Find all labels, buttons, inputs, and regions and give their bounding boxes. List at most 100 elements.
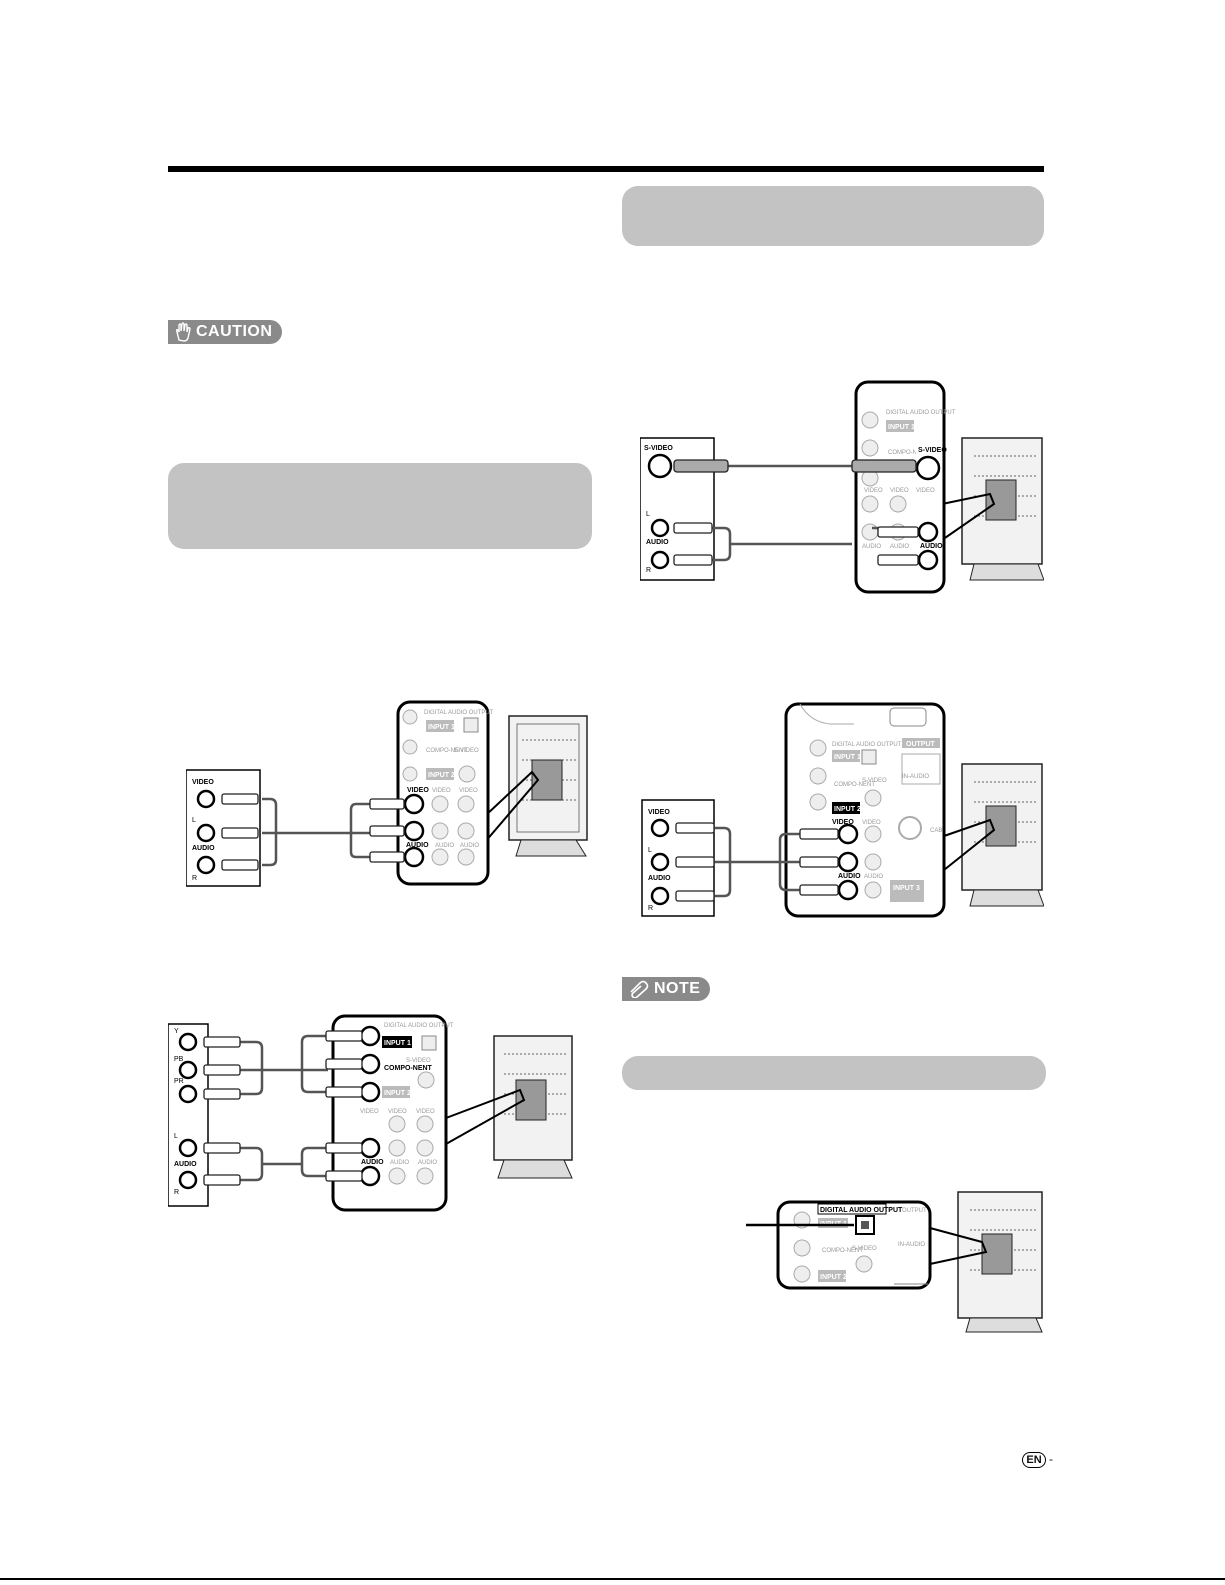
svg-text:INPUT 1: INPUT 1	[384, 1040, 411, 1047]
svg-text:DIGITAL AUDIO OUTPUT: DIGITAL AUDIO OUTPUT	[384, 1023, 454, 1029]
svg-text:DIGITAL AUDIO OUTPUT: DIGITAL AUDIO OUTPUT	[832, 742, 902, 748]
svg-text:AUDIO: AUDIO	[864, 874, 883, 880]
page-number-separator: -	[1049, 1452, 1053, 1466]
svg-text:INPUT 1: INPUT 1	[888, 424, 915, 431]
svg-text:VIDEO: VIDEO	[864, 488, 883, 494]
rca-plug	[675, 822, 839, 902]
svg-text:DIGITAL AUDIO OUTPUT: DIGITAL AUDIO OUTPUT	[886, 410, 956, 416]
svg-text:AUDIO: AUDIO	[390, 1160, 409, 1166]
svg-text:VIDEO: VIDEO	[360, 1109, 379, 1115]
svg-text:AUDIO: AUDIO	[361, 1159, 384, 1166]
rca-plug	[221, 793, 405, 871]
svg-text:VIDEO: VIDEO	[192, 779, 214, 786]
note-label: NOTE	[654, 980, 701, 997]
svg-text:AUDIO: AUDIO	[838, 873, 861, 880]
caution-label: CAUTION	[196, 323, 273, 340]
svg-text:INPUT 3: INPUT 3	[893, 885, 920, 892]
svg-text:AUDIO: AUDIO	[174, 1161, 197, 1168]
tv-rear-illustration	[961, 437, 1044, 581]
section-heading-bar-right-top	[622, 186, 1044, 246]
svideo-cable	[712, 464, 888, 562]
svg-text:DIGITAL AUDIO OUTPUT: DIGITAL AUDIO OUTPUT	[820, 1207, 903, 1214]
composite-connection-diagram: DIGITAL AUDIO OUTPUT INPUT 1 COMPO-NENT …	[186, 700, 590, 892]
svg-text:DIGITAL AUDIO OUTPUT: DIGITAL AUDIO OUTPUT	[424, 710, 494, 716]
note-badge: NOTE	[622, 977, 711, 1001]
hand-icon	[175, 322, 191, 342]
svg-text:L: L	[646, 511, 650, 518]
svg-text:R: R	[646, 567, 651, 574]
caution-badge: CAUTION	[168, 320, 283, 344]
svg-text:VIDEO: VIDEO	[432, 788, 451, 794]
svg-text:VIDEO: VIDEO	[862, 820, 881, 826]
svideo-connection-diagram: DIGITAL AUDIO OUTPUT INPUT 1 COMPO-NENT …	[640, 380, 1044, 594]
svg-text:IN-AUDIO: IN-AUDIO	[902, 774, 929, 780]
tv-terminal-panel: DIGITAL AUDIO OUTPUT INPUT 1 COMPO-NENT …	[396, 700, 494, 886]
svg-text:INPUT 1: INPUT 1	[834, 754, 861, 761]
tv-rear-illustration	[508, 715, 588, 857]
svg-text:S-VIDEO: S-VIDEO	[862, 778, 887, 784]
svg-text:AUDIO: AUDIO	[460, 843, 479, 849]
tv-terminal-panel: DIGITAL AUDIO OUTPUT INPUT 1 COMPO-NENT …	[854, 380, 956, 594]
svg-text:AUDIO: AUDIO	[418, 1160, 437, 1166]
svg-text:L: L	[174, 1133, 178, 1140]
av-cable	[262, 797, 374, 867]
svg-text:CAB: CAB	[930, 828, 942, 834]
av-cable	[714, 826, 810, 898]
svg-text:L: L	[648, 847, 652, 854]
tv-terminal-panel: DIGITAL AUDIO OUTPUT OUTPUT INPUT 1 COMP…	[776, 1200, 932, 1290]
svg-text:COMPO-NENT: COMPO-NENT	[888, 450, 929, 456]
svg-text:INPUT 2: INPUT 2	[834, 806, 861, 813]
svg-text:Y: Y	[174, 1028, 179, 1035]
svg-text:AUDIO: AUDIO	[862, 544, 881, 550]
svg-text:VIDEO: VIDEO	[416, 1109, 435, 1115]
header-rule	[168, 166, 1044, 172]
svg-text:VIDEO: VIDEO	[459, 788, 478, 794]
svg-text:INPUT 1: INPUT 1	[428, 724, 455, 731]
svg-text:COMPO-NENT: COMPO-NENT	[822, 1248, 863, 1254]
svg-text:AUDIO: AUDIO	[435, 843, 454, 849]
svg-text:INPUT 2: INPUT 2	[820, 1274, 847, 1281]
svg-text:VIDEO: VIDEO	[890, 488, 909, 494]
svg-text:AUDIO: AUDIO	[646, 539, 669, 546]
svg-text:COMPO-NENT: COMPO-NENT	[834, 782, 875, 788]
language-badge: EN	[1022, 1452, 1046, 1468]
svg-text:INPUT 2: INPUT 2	[384, 1090, 411, 1097]
svg-text:L: L	[192, 817, 196, 824]
svg-text:S-VIDEO: S-VIDEO	[644, 445, 673, 452]
svg-text:COMPO-NENT: COMPO-NENT	[384, 1065, 433, 1072]
external-device-panel: Y PB PR L AUDIO R	[168, 1023, 209, 1207]
language-code: EN	[1026, 1454, 1042, 1466]
svg-text:S-VIDEO: S-VIDEO	[852, 1246, 877, 1252]
svg-text:OUTPUT: OUTPUT	[902, 1208, 927, 1214]
svg-text:S-VIDEO: S-VIDEO	[454, 748, 479, 754]
svideo-plug	[673, 459, 919, 566]
svg-text:VIDEO: VIDEO	[916, 488, 935, 494]
tv-rear-illustration	[961, 763, 1044, 907]
rca-plug	[203, 1030, 363, 1186]
svg-text:IN-AUDIO: IN-AUDIO	[898, 1242, 925, 1248]
svg-text:VIDEO: VIDEO	[407, 787, 429, 794]
tv-rear-illustration	[493, 1035, 573, 1179]
svg-text:AUDIO: AUDIO	[920, 543, 943, 550]
input2-connection-diagram: DIGITAL AUDIO OUTPUT OUTPUT INPUT 1 COMP…	[640, 702, 1044, 918]
svg-text:R: R	[174, 1189, 179, 1196]
svg-text:AUDIO: AUDIO	[890, 544, 909, 550]
svg-text:PB: PB	[174, 1056, 184, 1063]
svg-text:S-VIDEO: S-VIDEO	[918, 447, 947, 454]
svg-text:S-VIDEO: S-VIDEO	[406, 1058, 431, 1064]
component-connection-diagram: DIGITAL AUDIO OUTPUT INPUT 1 COMPO-NENT …	[168, 1014, 576, 1212]
footer-rule	[0, 1578, 1225, 1580]
tv-rear-illustration	[957, 1191, 1043, 1333]
section-heading-bar-left	[168, 463, 592, 549]
svg-text:INPUT 2: INPUT 2	[428, 772, 455, 779]
svg-text:PR: PR	[174, 1078, 184, 1085]
svg-text:R: R	[192, 875, 197, 882]
digital-audio-output-diagram: DIGITAL AUDIO OUTPUT OUTPUT INPUT 1 COMP…	[744, 1188, 1044, 1334]
tv-terminal-panel: DIGITAL AUDIO OUTPUT OUTPUT INPUT 1 COMP…	[784, 702, 946, 918]
svg-text:VIDEO: VIDEO	[388, 1109, 407, 1115]
svg-text:R: R	[648, 905, 653, 912]
svg-text:VIDEO: VIDEO	[832, 819, 854, 826]
svg-text:AUDIO: AUDIO	[406, 842, 429, 849]
component-cable	[240, 1034, 328, 1182]
section-heading-bar-right-bottom	[622, 1056, 1046, 1090]
